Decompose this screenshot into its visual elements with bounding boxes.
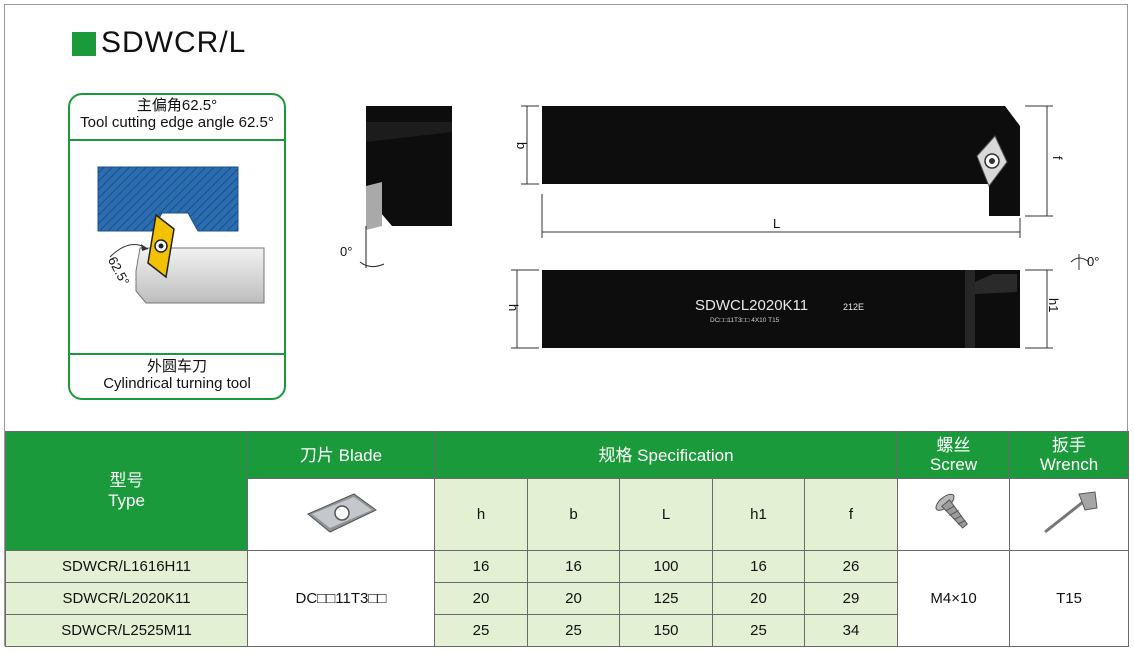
row-3-h1: 25	[712, 614, 805, 647]
marking-main: SDWCL2020K11	[695, 297, 808, 314]
col-h1: h1	[712, 478, 805, 551]
end-view-drawing: 0°	[340, 106, 452, 268]
row-3-f: 34	[803, 614, 899, 647]
row-2-L: 125	[619, 582, 713, 615]
blade-insert-icon	[307, 492, 377, 533]
blade-header: 刀片 Blade	[247, 431, 435, 479]
row-1-L: 100	[619, 550, 713, 583]
row-1-h1: 16	[712, 550, 805, 583]
type-header: 型号 Type	[5, 431, 248, 551]
angle-cn: 主偏角62.5°	[136, 97, 218, 114]
title-marker	[72, 32, 96, 56]
type-header-cn: 型号	[109, 471, 144, 490]
screw-header-cn: 螺丝	[936, 436, 971, 455]
side-view-drawing: SDWCL2020K11 212E DC□□11T3□□ 4X10 T15 h …	[506, 254, 1099, 349]
tool-type-cn: 外圆车刀	[146, 358, 207, 375]
row-2-b: 20	[527, 582, 620, 615]
wrench-header-en: Wrench	[1039, 455, 1099, 474]
turning-illustration: 62.5°	[97, 166, 265, 304]
angle-value: 62.5°	[105, 254, 133, 288]
marking-code: 212E	[843, 302, 864, 312]
dim-h: h	[506, 304, 521, 311]
col-f: f	[803, 478, 899, 551]
tool-type-en: Cylindrical turning tool	[103, 375, 251, 392]
row-2-f: 29	[803, 582, 899, 615]
wrench-header-cn: 扳手	[1052, 436, 1087, 455]
top-view-drawing: b f L	[514, 105, 1065, 238]
angle-card-header: 主偏角62.5° Tool cutting edge angle 62.5°	[70, 97, 284, 131]
screw-header-en: Screw	[929, 455, 978, 474]
workpiece	[97, 166, 239, 232]
col-L: L	[619, 478, 713, 551]
blade-image-cell	[247, 478, 435, 551]
angle-en: Tool cutting edge angle 62.5°	[80, 114, 274, 131]
row-3-type: SDWCR/L2525M11	[5, 614, 248, 647]
dim-L: L	[773, 216, 780, 231]
side-angle: 0°	[340, 244, 352, 259]
dim-h1: h1	[1046, 298, 1061, 312]
tool-type-caption: 外圆车刀 Cylindrical turning tool	[70, 358, 284, 392]
row-1-h: 16	[434, 550, 528, 583]
row-2-type: SDWCR/L2020K11	[5, 582, 248, 615]
spec-header: 规格 Specification	[433, 431, 899, 479]
type-header-en: Type	[108, 491, 145, 510]
col-b: b	[527, 478, 620, 551]
card-divider-top	[70, 139, 284, 141]
wrench-header: 扳手 Wrench	[1009, 431, 1130, 479]
screw-header: 螺丝 Screw	[897, 431, 1011, 479]
screw-icon	[935, 493, 968, 529]
row-3-b: 25	[527, 614, 620, 647]
wrench-image-cell	[1009, 478, 1130, 551]
row-1-f: 26	[803, 550, 899, 583]
screw-image-cell	[897, 478, 1011, 551]
end-angle: 0°	[1087, 254, 1099, 269]
wrench-value: T15	[1009, 550, 1130, 647]
insert-value: DC□□11T3□□	[247, 550, 435, 647]
col-h: h	[434, 478, 528, 551]
card-divider-bottom	[70, 353, 284, 355]
spec-table: 型号 Type 刀片 Blade 规格 Specification 螺丝 Scr…	[5, 431, 1130, 647]
wrench-icon	[1044, 490, 1098, 533]
dim-b: b	[514, 142, 529, 149]
row-3-h: 25	[434, 614, 528, 647]
row-2-h: 20	[434, 582, 528, 615]
row-1-type: SDWCR/L1616H11	[5, 550, 248, 583]
dim-f: f	[1050, 156, 1065, 160]
angle-card: 主偏角62.5° Tool cutting edge angle 62.5° 6…	[68, 93, 286, 400]
row-3-L: 150	[619, 614, 713, 647]
row-1-b: 16	[527, 550, 620, 583]
screw-value: M4×10	[897, 550, 1011, 647]
row-2-h1: 20	[712, 582, 805, 615]
page-title: SDWCR/L	[101, 26, 247, 59]
marking-small: DC□□11T3□□ 4X10 T15	[710, 317, 780, 324]
